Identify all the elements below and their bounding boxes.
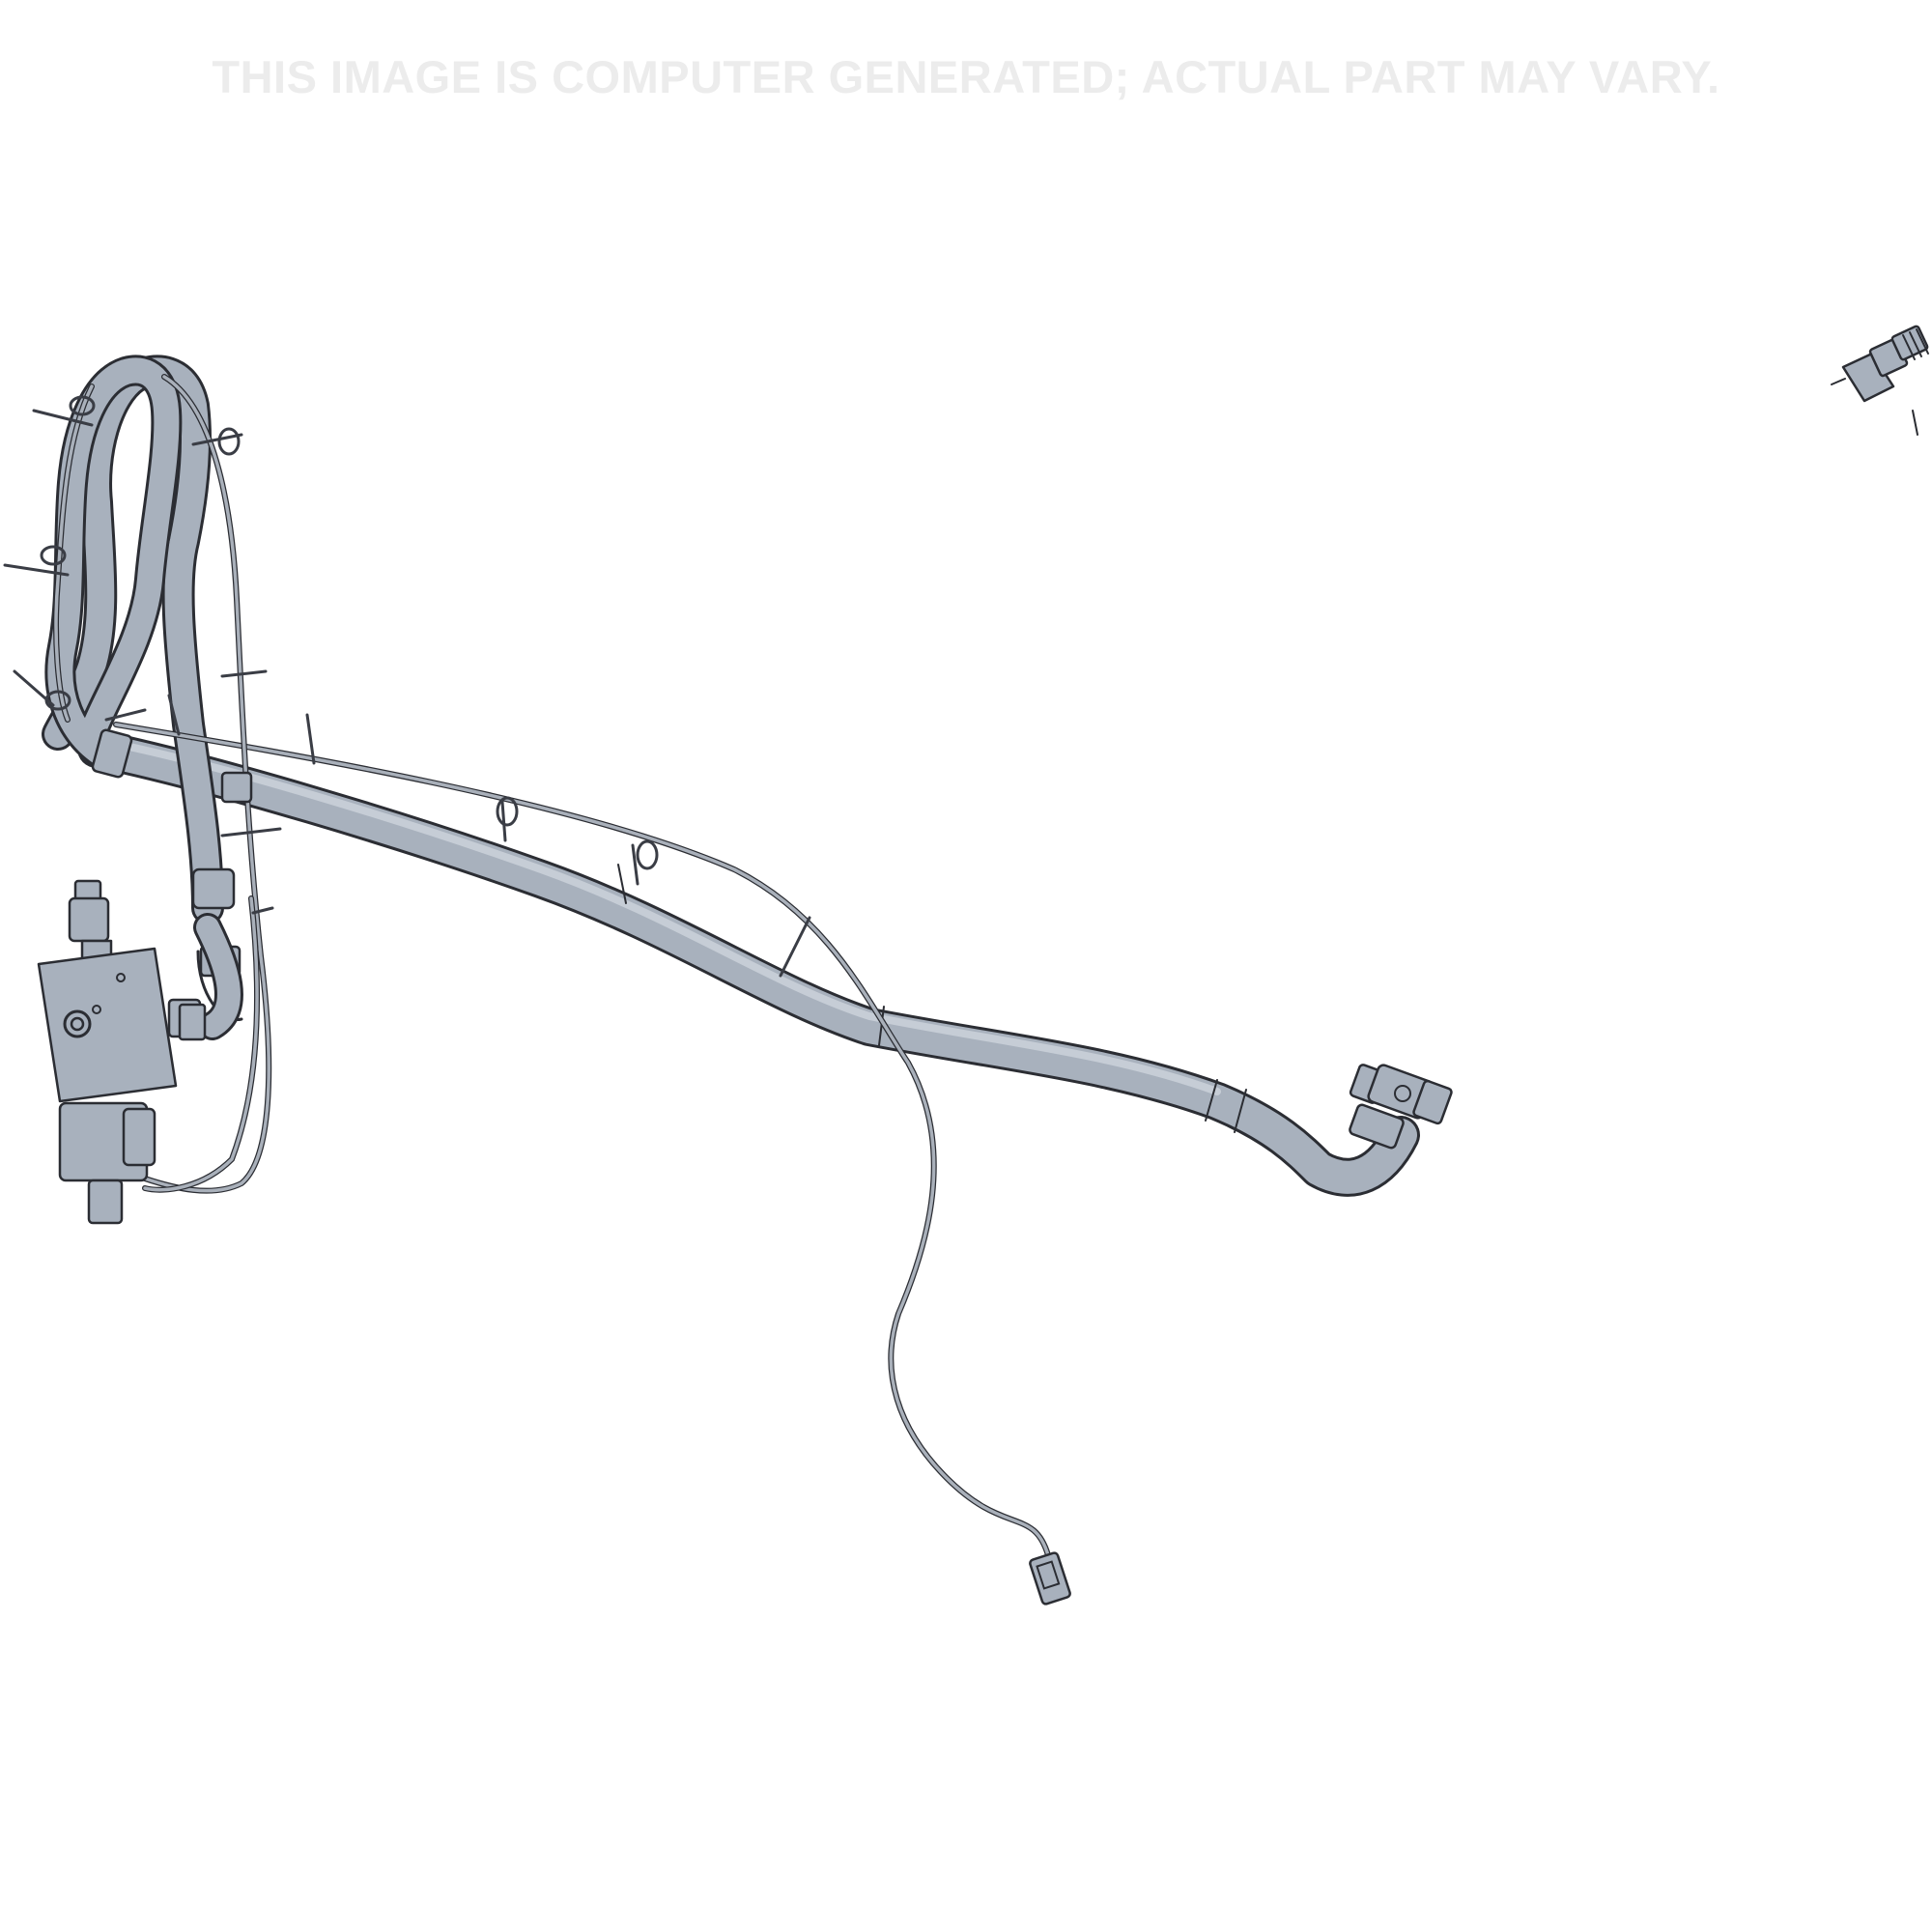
looped-hose-outer — [42, 355, 224, 924]
valve-manifold-block — [37, 879, 202, 1225]
looped-hose-inner — [44, 355, 183, 769]
tee-fitting-end — [1349, 1064, 1453, 1150]
disclaimer-text: THIS IMAGE IS COMPUTER GENERATED; ACTUAL… — [212, 51, 1720, 102]
elbow-fitting-valve — [178, 913, 243, 1041]
wire-connector-end — [1029, 1551, 1071, 1605]
cable-ties — [3, 395, 811, 978]
detached-fitting-detail — [1831, 325, 1929, 436]
main-hose — [77, 729, 1420, 1197]
sensor-wire — [53, 374, 1051, 1558]
